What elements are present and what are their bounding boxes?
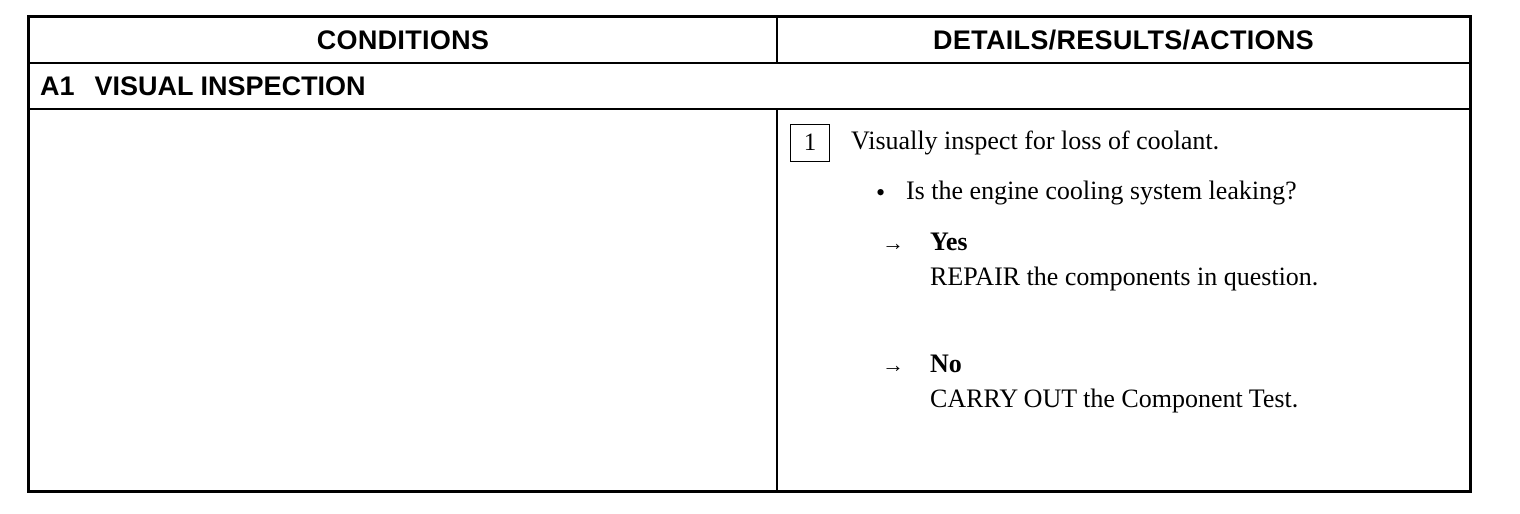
step-instruction: Visually inspect for loss of coolant. [851, 126, 1220, 155]
section-title: VISUAL INSPECTION [94, 70, 366, 101]
answer-no-label: No [930, 349, 962, 378]
right-arrow-icon: → [882, 230, 904, 255]
step-number-box: 1 [790, 124, 830, 162]
answer-yes-action: REPAIR the components in question. [930, 262, 1319, 291]
answer-yes-label: Yes [930, 227, 968, 256]
bullet-icon: • [876, 178, 886, 207]
header-divider [776, 18, 778, 62]
right-arrow-icon: → [882, 352, 904, 377]
details-header: DETAILS/RESULTS/ACTIONS [933, 24, 1314, 55]
conditions-cell [30, 110, 776, 493]
section-title-row: A1 VISUAL INSPECTION [30, 64, 1469, 110]
diagnostic-table: CONDITIONS DETAILS/RESULTS/ACTIONS A1 VI… [27, 15, 1472, 493]
column-divider [776, 110, 778, 493]
table-header-row: CONDITIONS DETAILS/RESULTS/ACTIONS [30, 18, 1469, 64]
section-id: A1 [40, 70, 75, 101]
step-question: Is the engine cooling system leaking? [906, 176, 1297, 205]
conditions-header: CONDITIONS [316, 24, 490, 55]
details-cell: 1 Visually inspect for loss of coolant. … [778, 110, 1469, 493]
answer-no-action: CARRY OUT the Component Test. [930, 384, 1299, 413]
